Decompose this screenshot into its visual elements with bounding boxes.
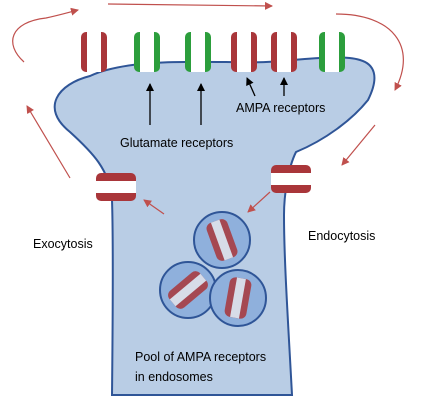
ampa-receptor-endocytosis xyxy=(271,165,311,193)
endosome xyxy=(193,211,251,269)
glutamate-receptor xyxy=(134,32,160,72)
ampa-pointer-arrow xyxy=(246,77,256,97)
cycle-arrow-exocytosis-up xyxy=(26,105,71,179)
ampa-receptor xyxy=(231,32,257,72)
cycle-arrow-top-left xyxy=(12,7,79,63)
cycle-arrow-right xyxy=(335,13,404,91)
exocytosis-label: Exocytosis xyxy=(33,237,93,251)
glutamate-receptor xyxy=(185,32,211,72)
ampa-receptor-exocytosis xyxy=(96,173,136,201)
cycle-arrow-endocytosis-down xyxy=(341,124,376,166)
glutamate-receptors-label: Glutamate receptors xyxy=(120,136,233,150)
endosome xyxy=(209,269,267,327)
ampa-receptors-label: AMPA receptors xyxy=(236,101,325,115)
pool-label-line2: in endosomes xyxy=(135,370,213,384)
internalization-arrow xyxy=(247,191,271,213)
ampa-receptor xyxy=(81,32,107,72)
recycling-cycle-arrows xyxy=(12,1,404,215)
glutamate-receptor xyxy=(319,32,345,72)
endocytosis-label: Endocytosis xyxy=(308,229,375,243)
cycle-arrow-top xyxy=(107,1,273,10)
pool-label-line1: Pool of AMPA receptors xyxy=(135,350,266,364)
pointer-arrows xyxy=(146,77,288,125)
ampa-receptor xyxy=(271,32,297,72)
insertion-arrow xyxy=(143,199,165,215)
endosome xyxy=(159,261,217,319)
